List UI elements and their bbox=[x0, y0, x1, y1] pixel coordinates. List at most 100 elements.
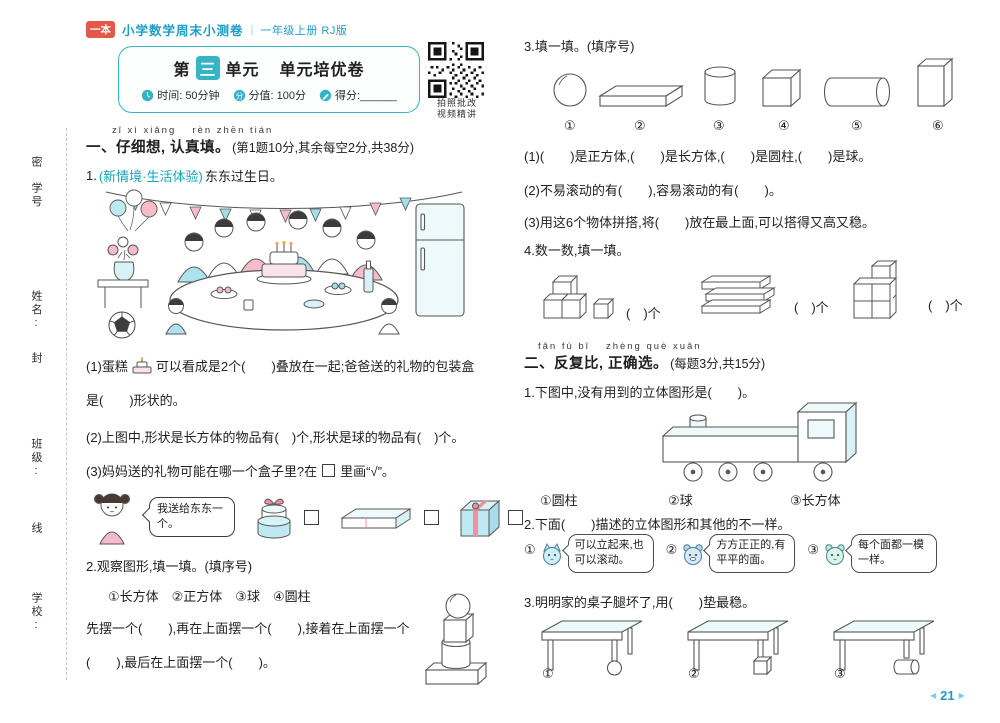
bubble3-number: ③ bbox=[807, 542, 819, 557]
q3-sub1-text: (1)( )是正方体,( )是长方体,( )是圆柱,( )是球。 bbox=[524, 149, 872, 164]
section2-title: 二、反复比, 正确选。 bbox=[524, 356, 669, 372]
shape-label-2: ② bbox=[634, 118, 646, 133]
seal-char-mi: 密 bbox=[30, 156, 42, 170]
bear-face-icon bbox=[683, 544, 704, 565]
q2-line2: ( ),最后在上面摆一个( )。 bbox=[86, 652, 276, 671]
description-bubbles-row: ① 可以立起来,也可以滚动。 ② bbox=[524, 534, 937, 573]
q1-context-tag: (新情境·生活体验) bbox=[98, 169, 203, 184]
section2-note: (每题3分,共15分) bbox=[670, 357, 766, 371]
q1-stem: 1. (新情境·生活体验) 东东过生日。 bbox=[86, 166, 283, 185]
q3-title: 3.填一填。(填序号) bbox=[524, 36, 635, 55]
q2-title: 2.观察图形,填一填。(填序号) bbox=[86, 556, 252, 575]
q1-sub1-text-a: (1)蛋糕 bbox=[86, 359, 128, 374]
bubble1: 可以立起来,也可以滚动。 bbox=[567, 534, 654, 573]
q3-title-text: 3.填一填。(填序号) bbox=[524, 39, 635, 54]
shapes-row-illustration: ① ② ③ ④ ⑤ ⑥ bbox=[548, 56, 968, 138]
brand-logo: 一本 bbox=[86, 21, 115, 38]
shape-label-4: ④ bbox=[778, 118, 790, 133]
page-number: ◀ 21 ▶ bbox=[930, 688, 965, 703]
tables-illustration-row: ① ② ③ bbox=[524, 608, 948, 686]
time-label: 时间: 50分钟 bbox=[157, 90, 220, 102]
pencil-icon bbox=[319, 89, 332, 101]
gift-option-2 bbox=[334, 502, 439, 532]
q3-sub2: (2)不易滚动的有( ),容易滚动的有( )。 bbox=[524, 180, 782, 199]
unit-title: 第 三 单元 单元培优卷 bbox=[173, 56, 364, 80]
q2-line1: 先摆一个( ),再在上面摆一个( ),接着在上面摆一个 bbox=[86, 618, 410, 637]
prev-page-arrow: ◀ bbox=[930, 691, 937, 700]
answer-checkbox-2 bbox=[424, 509, 439, 525]
q1-sub1-line2: 是( )形状的。 bbox=[86, 390, 186, 409]
q1-sub1-text-c: 是( )形状的。 bbox=[86, 393, 186, 408]
round-gift-icon bbox=[257, 498, 291, 539]
bubble2: 方方正正的,有平平的面。 bbox=[709, 534, 796, 573]
gift-option-3 bbox=[454, 494, 523, 540]
s2q1-option-2: ②球 bbox=[668, 490, 693, 509]
cube-gift-icon bbox=[459, 499, 501, 538]
birthday-party-illustration bbox=[92, 182, 477, 347]
slab-stack bbox=[700, 275, 776, 314]
unit-title-suffix: 单元 bbox=[225, 62, 260, 79]
section1-pinyin: zǐ xì xiǎng rèn zhēn tián bbox=[112, 125, 274, 136]
section2-pinyin: fǎn fù bǐ zhèng què xuǎn bbox=[538, 341, 702, 352]
q2-title-text: 2.观察图形,填一填。(填序号) bbox=[86, 559, 253, 574]
score-label: 分值: 100分 bbox=[248, 90, 307, 102]
section2-heading: 二、反复比, 正确选。 (每题3分,共15分) bbox=[524, 352, 765, 373]
stacked-shapes-illustration bbox=[420, 586, 494, 690]
animal-face-icon bbox=[825, 544, 845, 565]
s2q2-title-text: 2.下面( )描述的立体图形和其他的不一样。 bbox=[524, 517, 791, 532]
s2q1-option-1: ①圆柱 bbox=[540, 490, 578, 509]
long-box-gift-icon bbox=[340, 508, 412, 529]
q2-options: ①长方体 ②正方体 ③球 ④圆柱 bbox=[108, 586, 311, 605]
q3-sub1: (1)( )是正方体,( )是长方体,( )是圆柱,( )是球。 bbox=[524, 146, 871, 165]
s2q1-option-3: ③长方体 bbox=[790, 490, 841, 509]
table-option-3: ③ bbox=[816, 608, 948, 686]
q4-title: 4.数一数,填一填。 bbox=[524, 240, 629, 259]
shape-label-6: ⑥ bbox=[932, 118, 944, 133]
unit-title-box: 第 三 单元 单元培优卷 时间: 50分钟 分 分值: 100分 得分:____… bbox=[118, 46, 420, 113]
cake-icon bbox=[132, 356, 152, 373]
q1-sub3: (3)妈妈送的礼物可能在哪一个盒子里?在 里画“√”。 bbox=[86, 461, 395, 480]
q4-title-text: 4.数一数,填一填。 bbox=[524, 243, 630, 258]
paper-subtitle: 单元培优卷 bbox=[279, 62, 365, 79]
q3-sub2-text: (2)不易滚动的有( ),容易滚动的有( )。 bbox=[524, 183, 782, 198]
table2-number: ② bbox=[688, 666, 700, 681]
q1-stem-text: 东东过生日。 bbox=[204, 169, 283, 184]
shape-label-1: ① bbox=[564, 118, 576, 133]
answer-square bbox=[322, 464, 336, 477]
s2q1-option1-text: ①圆柱 bbox=[540, 493, 578, 508]
edition-label: 一年级上册 RJ版 bbox=[260, 24, 348, 37]
s2q2-title: 2.下面( )描述的立体图形和其他的不一样。 bbox=[524, 514, 791, 533]
q3-sub3-text: (3)用这6个物体拼搭,将( )放在最上面,可以搭得又高又稳。 bbox=[524, 215, 876, 230]
s2q1-title-text: 1.下图中,没有用到的立体图形是( )。 bbox=[524, 385, 756, 400]
count-blank-2: ( )个 bbox=[794, 300, 829, 315]
bubble2-number: ② bbox=[665, 542, 678, 557]
q1-sub1-text-b: 可以看成是2个( )叠放在一起;爸爸送的礼物的包装盒 bbox=[155, 359, 475, 374]
q3-sub3: (3)用这6个物体拼搭,将( )放在最上面,可以搭得又高又稳。 bbox=[524, 212, 875, 231]
speech-bubble: 我送给东东一个。 bbox=[149, 497, 235, 537]
bubble3-text: 每个面都一模一样。 bbox=[857, 539, 924, 567]
bubble-option-1: ① 可以立起来,也可以滚动。 bbox=[524, 534, 654, 573]
brand-header: 一本 小学数学周末小测卷 | 一年级上册 RJ版 bbox=[86, 20, 347, 39]
class-field-label: 班级: bbox=[30, 438, 42, 480]
name-field-label: 姓名: bbox=[30, 290, 42, 332]
cube-count-group-2: ( )个 bbox=[696, 268, 829, 322]
header-divider: | bbox=[250, 23, 254, 36]
q2-line2-text: ( ),最后在上面摆一个( )。 bbox=[86, 655, 276, 670]
seal-line bbox=[66, 128, 67, 680]
s2q3-title: 3.明明家的桌子腿坏了,用( )垫最稳。 bbox=[524, 592, 755, 611]
q1-number: 1. bbox=[86, 168, 97, 183]
section1-heading: 一、仔细想, 认真填。 (第1题10分,其余每空2分,共38分) bbox=[86, 136, 414, 157]
q2-line1-text: 先摆一个( ),再在上面摆一个( ),接着在上面摆一个 bbox=[86, 621, 410, 636]
train-illustration bbox=[648, 398, 883, 490]
qr-block: 拍照批改 视频精讲 bbox=[428, 42, 486, 121]
table3-number: ③ bbox=[834, 666, 846, 681]
shape-label-5: ⑤ bbox=[851, 118, 863, 133]
unit-title-prefix: 第 bbox=[173, 62, 191, 79]
unit-number-badge: 三 bbox=[196, 56, 220, 80]
cube-stack-1 bbox=[542, 274, 615, 320]
table-option-1: ① bbox=[524, 608, 656, 686]
next-page-arrow: ▶ bbox=[958, 691, 965, 700]
cat-face-icon bbox=[542, 542, 561, 565]
bubble-option-2: ② 方方正正的,有平平的面。 bbox=[666, 534, 796, 573]
